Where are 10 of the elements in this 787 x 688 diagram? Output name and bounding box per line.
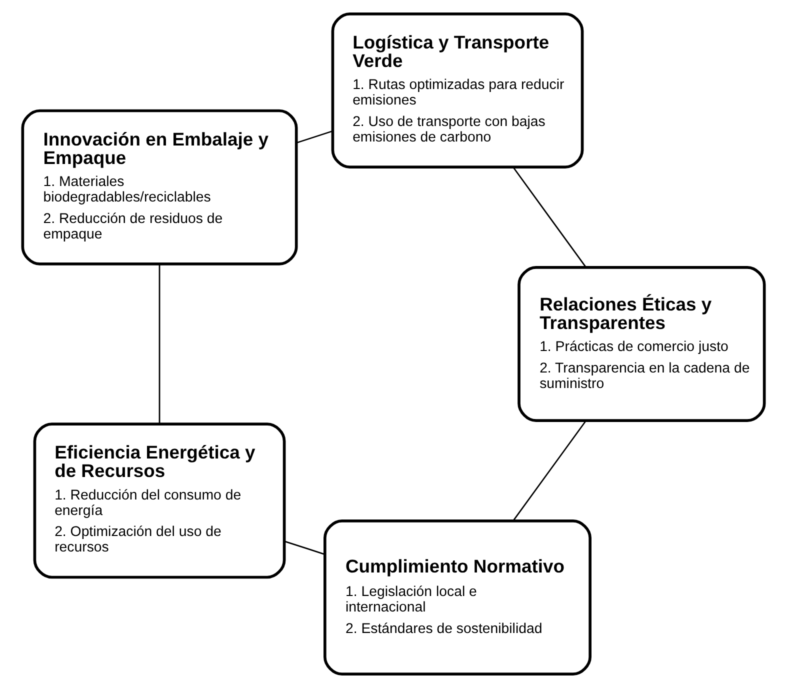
node-box: Eficiencia Energética y de Recursos 1. Reducción del consumo de energía 2. Optimización del uso de recursos [33,422,286,579]
node-box: Relaciones Éticas y Transparentes 1. Prácticas de comercio justo 2. Transparencia en la cadena de suministro [518,266,766,422]
node-box: Cumplimiento Normativo 1. Legislación local e internacional 2. Estándares de sostenibilidad [324,520,592,676]
node-box: Innovación en Embalaje y Empaque 1. Materiales biodegradables/reciclables 2. Reducción de residuos de empaque [21,109,298,266]
connector [158,264,160,424]
connector [284,540,325,555]
connector [296,130,333,144]
node-box: Logística y Transporte Verde 1. Rutas optimizadas para reducir emisiones 2. Uso de transporte con bajas emisiones de carbono [331,12,584,168]
connector [512,420,586,521]
connector [512,166,586,268]
